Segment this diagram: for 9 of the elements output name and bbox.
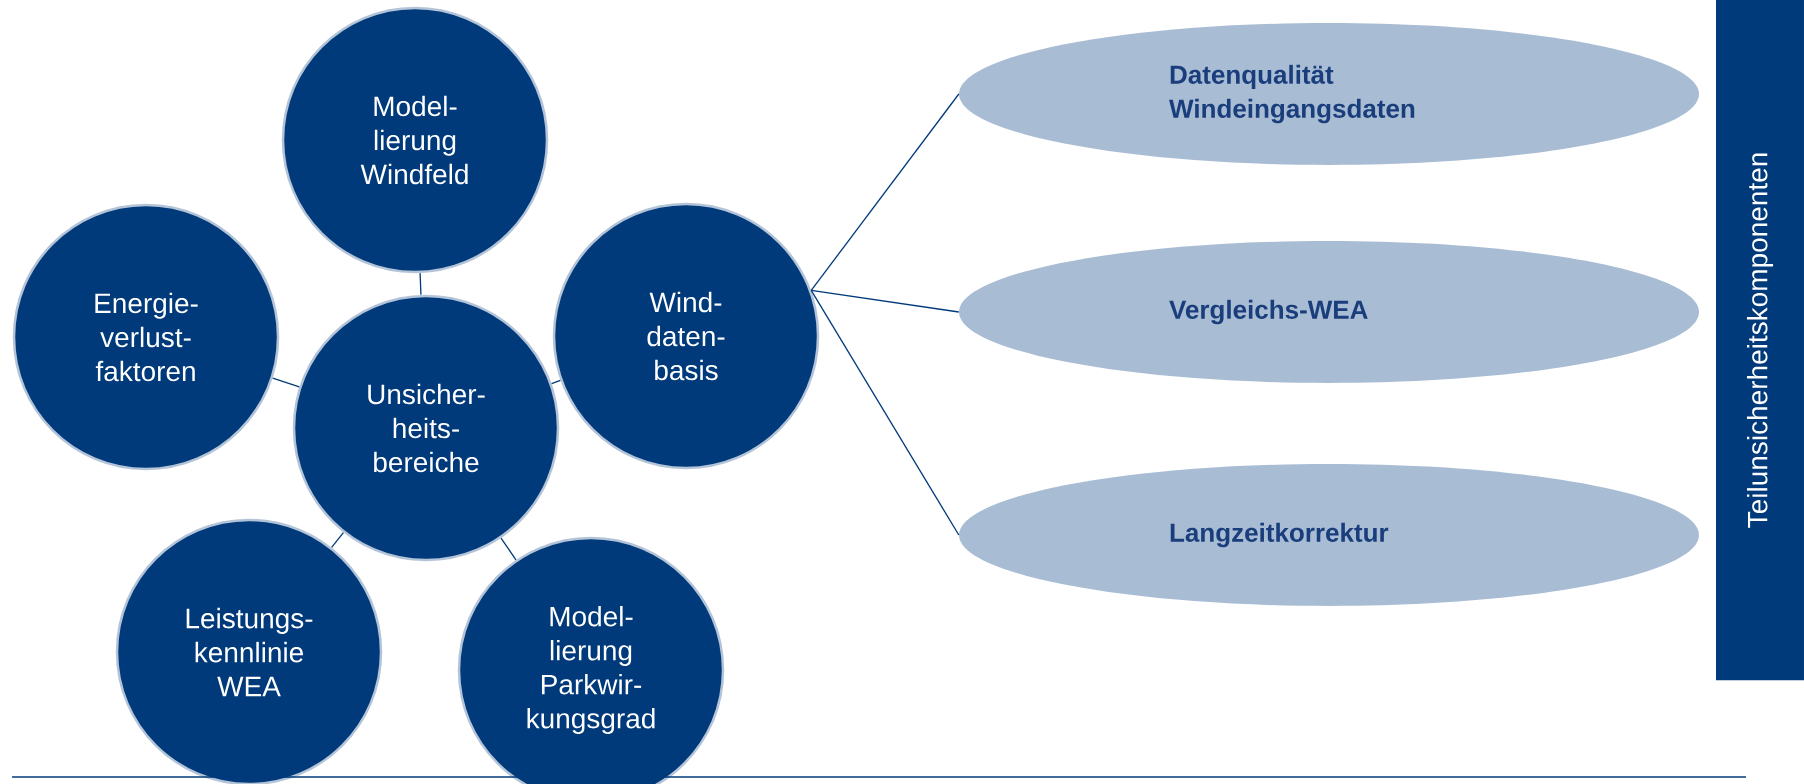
connector-line [330, 531, 345, 549]
connector-line [810, 289, 960, 313]
connector-line [551, 379, 562, 385]
connector-line [500, 537, 517, 561]
connector-line [810, 289, 960, 536]
connector-line [810, 93, 960, 292]
side-band: Teilunsicherheitskomponenten [1716, 0, 1804, 681]
connector-line [419, 272, 422, 296]
connector-line [272, 377, 300, 388]
